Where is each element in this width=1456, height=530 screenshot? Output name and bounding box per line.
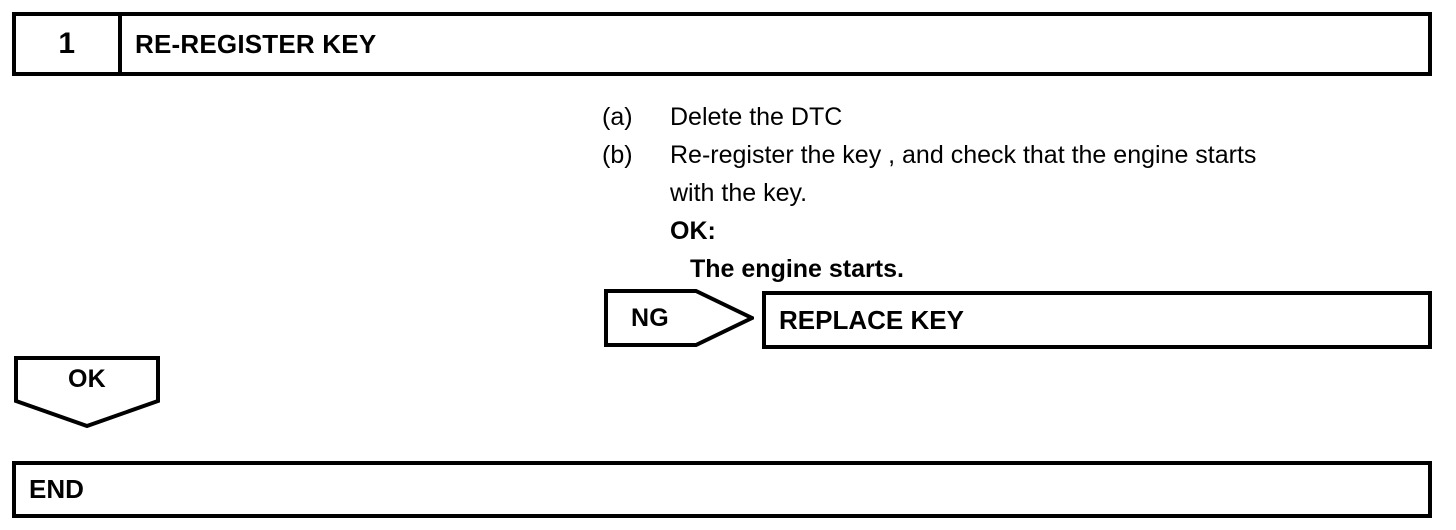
step-header-box: 1 RE-REGISTER KEY	[12, 12, 1432, 76]
instruction-item-a: (a) Delete the DTC	[602, 98, 1302, 136]
instruction-result-value: The engine starts.	[690, 255, 904, 283]
instruction-result-label: OK:	[670, 217, 716, 245]
instruction-text-b: Re-register the key , and check that the…	[670, 141, 1257, 207]
instruction-marker-a: (a)	[602, 103, 633, 131]
terminal-box-end: END	[12, 461, 1432, 518]
instruction-text-a: Delete the DTC	[670, 103, 843, 131]
instruction-marker-b: (b)	[602, 141, 633, 169]
ng-arrow-shape-icon	[604, 289, 754, 347]
result-box-replace-key: REPLACE KEY	[762, 291, 1432, 349]
branch-label-ng: NG	[630, 303, 670, 332]
branch-arrow-ng: NG	[604, 289, 754, 347]
ok-arrow-shape-icon	[14, 356, 160, 428]
instruction-item-b: (b) Re-register the key , and check that…	[602, 136, 1302, 212]
step-number-cell: 1	[16, 16, 122, 72]
branch-arrow-ok: OK	[14, 356, 160, 428]
step-title-cell: RE-REGISTER KEY	[135, 28, 377, 59]
branch-label-ok: OK	[67, 364, 107, 393]
instruction-block: (a) Delete the DTC (b) Re-register the k…	[602, 98, 1302, 288]
